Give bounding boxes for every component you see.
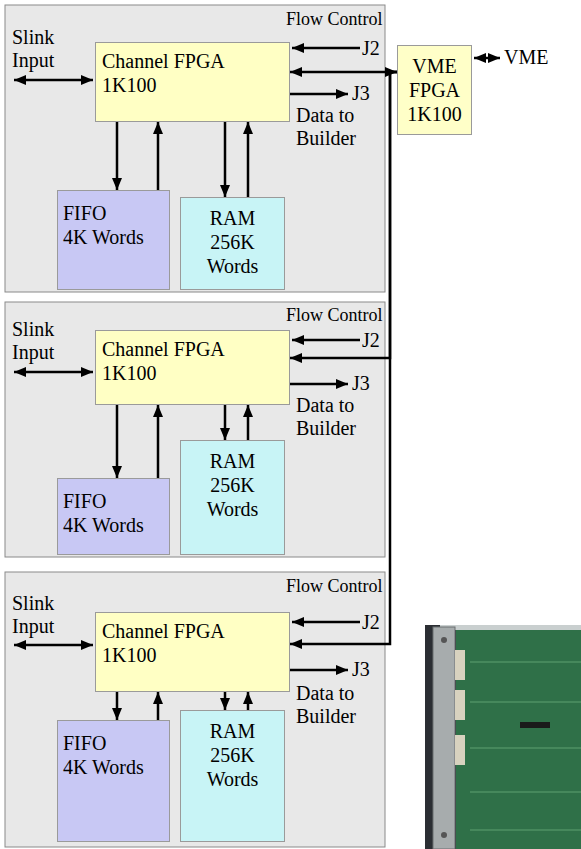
board-connector bbox=[455, 650, 465, 680]
connector bbox=[290, 71, 397, 74]
front-panel bbox=[433, 627, 455, 849]
flow-control-wire bbox=[292, 339, 360, 342]
board-edge bbox=[440, 625, 581, 630]
board-connector bbox=[455, 690, 465, 720]
builder-wire bbox=[290, 383, 348, 386]
connector bbox=[247, 122, 250, 197]
fifo-box: FIFO4K Words bbox=[57, 478, 170, 555]
signal-label: J3 bbox=[352, 372, 370, 395]
connector bbox=[116, 122, 119, 190]
channel-panel bbox=[5, 302, 385, 557]
signal-label: Data to Builder bbox=[296, 682, 368, 728]
box-title: FIFO bbox=[63, 489, 169, 513]
box-detail: 256K Words bbox=[193, 743, 273, 791]
ram-box: RAM256K Words bbox=[180, 440, 285, 555]
vme-fpga-box: VME FPGA 1K100 bbox=[397, 45, 472, 135]
box-title: VME FPGA 1K100 bbox=[402, 54, 468, 126]
builder-wire bbox=[290, 669, 348, 672]
builder-wire bbox=[290, 93, 348, 96]
connector bbox=[290, 72, 397, 644]
board-connector bbox=[455, 735, 465, 765]
connector bbox=[157, 122, 160, 190]
panel-screw bbox=[441, 832, 447, 838]
channel-fpga-box: Channel FPGA 1K100 bbox=[95, 330, 290, 405]
channel-fpga-box: Channel FPGA 1K100 bbox=[95, 42, 290, 122]
box-title: RAM bbox=[181, 449, 284, 473]
photo-background bbox=[425, 625, 581, 849]
slink-wire bbox=[14, 371, 93, 374]
connector bbox=[116, 405, 119, 478]
connector bbox=[157, 405, 160, 478]
flow-control-wire bbox=[292, 621, 360, 624]
connector bbox=[116, 692, 119, 720]
box-detail: 256K Words bbox=[193, 230, 273, 278]
connector bbox=[224, 122, 227, 197]
signal-label: J3 bbox=[352, 658, 370, 681]
connector bbox=[224, 692, 227, 710]
board-traces bbox=[470, 662, 581, 830]
signal-label: J2 bbox=[362, 329, 380, 352]
panel-screw bbox=[441, 637, 447, 643]
signal-label: J2 bbox=[362, 611, 380, 634]
slink-wire bbox=[14, 644, 93, 647]
channel-panel bbox=[5, 5, 385, 292]
connector bbox=[157, 692, 160, 720]
box-title: RAM bbox=[181, 206, 284, 230]
signal-label: J2 bbox=[362, 37, 380, 60]
signal-label: J3 bbox=[352, 82, 370, 105]
board-component bbox=[520, 722, 550, 728]
channel-fpga-box: Channel FPGA 1K100 bbox=[95, 612, 290, 692]
box-detail: 4K Words bbox=[63, 513, 169, 537]
signal-label: Flow Control bbox=[286, 305, 383, 326]
channel-panel bbox=[5, 572, 385, 847]
signal-label: Flow Control bbox=[286, 9, 383, 30]
signal-label: VME bbox=[504, 46, 548, 69]
signal-label: Slink Input bbox=[12, 26, 74, 72]
signal-label: Data to Builder bbox=[296, 394, 368, 440]
box-title: Channel FPGA 1K100 bbox=[102, 337, 237, 385]
fifo-box: FIFO4K Words bbox=[57, 190, 170, 290]
ram-box: RAM256K Words bbox=[180, 710, 285, 842]
box-detail: 256K Words bbox=[193, 473, 273, 521]
board-photo bbox=[425, 625, 581, 849]
ram-box: RAM256K Words bbox=[180, 197, 285, 290]
slink-wire bbox=[14, 79, 93, 82]
connector bbox=[247, 692, 250, 710]
signal-label: Data to Builder bbox=[296, 104, 368, 150]
box-detail: 4K Words bbox=[63, 225, 169, 249]
signal-label: Slink Input bbox=[12, 318, 74, 364]
box-title: FIFO bbox=[63, 201, 169, 225]
fifo-box: FIFO4K Words bbox=[57, 720, 170, 842]
circuit-board bbox=[456, 630, 581, 849]
connector bbox=[247, 405, 250, 440]
box-title: FIFO bbox=[63, 731, 169, 755]
box-title: Channel FPGA 1K100 bbox=[102, 49, 237, 97]
box-detail: 4K Words bbox=[63, 755, 169, 779]
connector bbox=[224, 405, 227, 440]
box-title: RAM bbox=[181, 719, 284, 743]
vme-bus-wire bbox=[474, 57, 500, 60]
signal-label: Slink Input bbox=[12, 592, 74, 638]
flow-control-wire bbox=[292, 47, 360, 50]
signal-label: Flow Control bbox=[286, 576, 383, 597]
box-title: Channel FPGA 1K100 bbox=[102, 619, 237, 667]
